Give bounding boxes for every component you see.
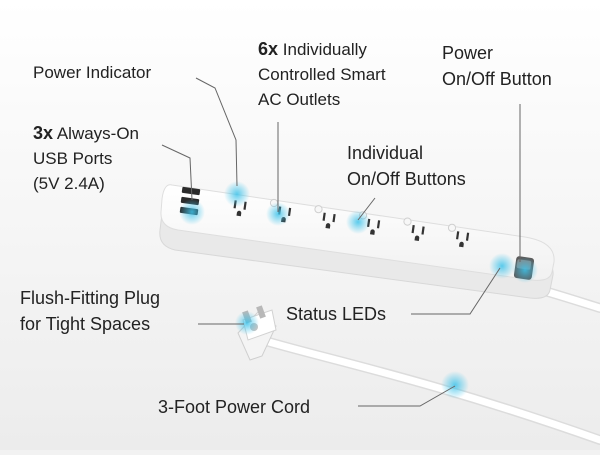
flush-plug-callout: Flush-Fitting Plug for Tight Spaces [20, 285, 160, 337]
glow-power-indicator [224, 181, 250, 207]
smart-outlets-callout: 6x Individually Controlled Smart AC Outl… [258, 36, 386, 112]
outlets-line3: AC Outlets [258, 90, 341, 109]
glow-usb [179, 199, 205, 225]
leader-status-leds [411, 267, 501, 315]
usb-line3: (5V 2.4A) [33, 174, 105, 193]
usb-line2: USB Ports [33, 149, 113, 168]
glow-power-button [512, 257, 538, 283]
power-button-line1: Power [442, 43, 494, 63]
individual-buttons-line1: Individual [347, 143, 424, 163]
ac-outlet [411, 225, 425, 242]
leader-usb-ports [161, 144, 193, 201]
flush-plug-line2: for Tight Spaces [20, 314, 151, 334]
glow-cord [441, 371, 469, 399]
glow-individual-button [346, 210, 370, 234]
outlet-button [447, 223, 457, 232]
leader-individual-buttons [357, 197, 376, 221]
glow-outlet-button [266, 202, 290, 226]
outlet-button [403, 217, 412, 226]
usb-count: 3x [33, 123, 54, 143]
power-button-callout: Power On/Off Button [442, 40, 552, 92]
flush-plug-line1: Flush-Fitting Plug [20, 288, 161, 308]
individual-buttons-callout: Individual On/Off Buttons [347, 140, 466, 192]
glow-plug [235, 311, 259, 335]
usb-ports-callout: 3x Always-On USB Ports (5V 2.4A) [33, 120, 139, 196]
power-cord-callout: 3-Foot Power Cord [158, 394, 310, 420]
leader-power-cord [358, 385, 456, 407]
power-cord-text: 3-Foot Power Cord [158, 397, 311, 417]
feature-highlights [179, 181, 538, 399]
outlets-line2: Controlled Smart [258, 65, 386, 84]
status-leds-text: Status LEDs [286, 304, 387, 324]
power-button-line2: On/Off Button [442, 69, 552, 89]
outlet-count: 6x [258, 39, 279, 59]
leader-power-indicator [195, 77, 238, 187]
power-indicator-text: Power Indicator [33, 63, 152, 82]
power-indicator-callout: Power Indicator [33, 60, 151, 85]
individual-buttons-line2: On/Off Buttons [347, 169, 466, 189]
status-leds-callout: Status LEDs [286, 301, 386, 327]
ac-outlet [456, 231, 470, 248]
leader-lines [161, 77, 521, 407]
outlets-line1: Individually [282, 40, 367, 59]
ac-outlet [322, 212, 336, 229]
outlet-button [314, 205, 323, 214]
glow-status-led [489, 253, 515, 279]
power-cord [257, 287, 600, 445]
usb-line1: Always-On [56, 124, 140, 143]
